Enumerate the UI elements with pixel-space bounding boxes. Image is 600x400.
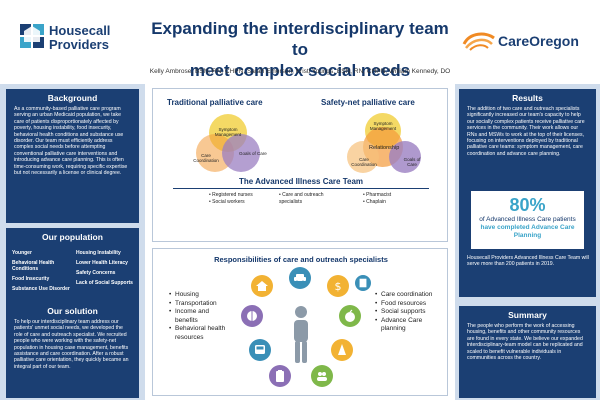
- safety-net-venn-diagram: [347, 113, 421, 173]
- stat-value: 80%: [509, 195, 546, 215]
- background-text: As a community-based palliative care pro…: [14, 106, 128, 177]
- venn-circle-coordination: [347, 141, 379, 173]
- bus-icon: [249, 339, 271, 361]
- population-item: Food Insecurity: [12, 276, 50, 282]
- careoregon-swirl-icon: [462, 32, 495, 51]
- responsibility-item: Income and benefits: [169, 308, 227, 325]
- summary-title: Summary: [508, 310, 547, 320]
- team-member: Social workers: [209, 199, 253, 206]
- results-title: Results: [512, 93, 543, 103]
- responsibilities-title: Responsibilities of care and outreach sp…: [214, 255, 388, 264]
- document-icon: [355, 275, 371, 291]
- responsibilities-panel: Responsibilities of care and outreach sp…: [152, 248, 448, 396]
- results-box: Results The addition of two care and out…: [459, 89, 596, 297]
- poster-title-line-1: Expanding the interdisciplinary team to: [151, 19, 449, 59]
- left-column: Background As a community-based palliati…: [0, 84, 145, 400]
- venn-circle-goals: [222, 134, 260, 172]
- safety-net-title: Safety-net palliative care: [321, 98, 415, 107]
- person-figure-icon: [294, 306, 308, 363]
- population-item: Safety Concerns: [76, 270, 116, 276]
- dollar-icon: $: [327, 275, 349, 297]
- clipboard-icon: [269, 365, 291, 387]
- stat-card: 80% of Advanced Illness Care patients ha…: [471, 191, 584, 249]
- population-title: Our population: [42, 232, 103, 242]
- summary-text: The people who perform the work of acces…: [467, 323, 583, 362]
- solution-box: Our solution To help our interdisciplina…: [6, 302, 139, 398]
- header: Housecall Providers Expanding the interd…: [0, 0, 600, 88]
- poster-title: Expanding the interdisciplinary team to …: [150, 18, 450, 81]
- team-column-3: Pharmacist Chaplain: [363, 192, 391, 206]
- responsibility-item: Transportation: [169, 300, 227, 309]
- responsibility-item: Care coordination: [375, 291, 439, 300]
- team-member: Chaplain: [363, 199, 391, 206]
- venn-label: Care Coordination: [193, 153, 219, 163]
- population-item: Lack of Social Supports: [76, 280, 133, 286]
- traditional-title: Traditional palliative care: [167, 98, 263, 107]
- stat-text: of Advanced Illness Care patients have c…: [475, 216, 580, 240]
- team-member: Registered nurses: [209, 192, 253, 199]
- solution-title: Our solution: [47, 306, 98, 316]
- responsibility-item: Housing: [169, 291, 227, 300]
- team-column-1: Registered nurses Social workers: [209, 192, 253, 206]
- poster-title-line-2: meet complex social needs: [189, 61, 411, 80]
- responsibility-item: Food resources: [375, 300, 439, 309]
- team-member: Care and outreach specialists: [279, 192, 345, 206]
- summary-box: Summary The people who perform the work …: [459, 306, 596, 398]
- housecall-logo-icon: [20, 24, 44, 48]
- venn-label: Symptom Management: [214, 127, 242, 137]
- logo-line-2: Providers: [49, 37, 109, 52]
- logo-line-1: Housecall: [49, 23, 111, 38]
- careoregon-text: CareOregon: [498, 33, 579, 49]
- fruit-icon: [339, 305, 361, 327]
- stat-text-part-1: of Advanced Illness Care patients: [479, 216, 576, 223]
- authors: Kelly Ambrose, BSN, RN, CHPN, Sarah Emer…: [149, 68, 451, 75]
- careoregon-logo: CareOregon: [462, 30, 582, 54]
- population-item: Substance Use Disorder: [12, 286, 70, 292]
- svg-text:$: $: [335, 280, 342, 293]
- responsibility-item: Behavioral health resources: [169, 325, 227, 342]
- team-member: Pharmacist: [363, 192, 391, 199]
- traditional-venn-diagram: [196, 114, 260, 172]
- venn-circle-coordination: [196, 134, 234, 172]
- right-column: Results The addition of two care and out…: [455, 84, 600, 400]
- venn-label: Goals of Care: [403, 157, 421, 167]
- team-column-2: Care and outreach specialists: [279, 192, 345, 206]
- responsibilities-left-list: Housing Transportation Income and benefi…: [169, 291, 227, 342]
- background-box: Background As a community-based palliati…: [6, 89, 139, 223]
- housecall-providers-logo: Housecall Providers: [20, 23, 130, 58]
- population-item: Younger: [12, 250, 32, 256]
- team-title: The Advanced Illness Care Team: [238, 177, 364, 186]
- results-footer: Housecall Providers Advanced Illness Car…: [467, 255, 589, 268]
- car-icon: [289, 267, 311, 289]
- responsibility-item: Advance Care planning: [375, 317, 439, 334]
- brain-icon: [241, 305, 263, 327]
- population-item: Housing Instability: [76, 250, 121, 256]
- population-item: Lower Health Literacy: [76, 260, 128, 266]
- results-text: The addition of two care and outreach sp…: [467, 106, 585, 157]
- cone-icon: [331, 339, 353, 361]
- population-item: Behavioral Health Conditions: [12, 260, 55, 272]
- venn-label: Symptom Management: [369, 121, 397, 131]
- team-divider: [173, 188, 429, 189]
- venn-circle-goals: [389, 141, 421, 173]
- responsibility-item: Social supports: [375, 308, 439, 317]
- care-models-panel: Traditional palliative care Safety-net p…: [152, 88, 448, 242]
- people-icon: [311, 365, 333, 387]
- responsibilities-right-list: Care coordination Food resources Social …: [375, 291, 439, 334]
- venn-label: Care Coordination: [351, 157, 377, 167]
- house-icon: [251, 275, 273, 297]
- stat-text-part-2: have completed Advance Care Planning: [480, 224, 575, 239]
- venn-label: Relationship: [369, 145, 400, 151]
- solution-text: To help our interdisciplinary team addre…: [14, 319, 129, 370]
- background-title: Background: [47, 93, 98, 103]
- venn-label: Goals of Care: [239, 151, 267, 156]
